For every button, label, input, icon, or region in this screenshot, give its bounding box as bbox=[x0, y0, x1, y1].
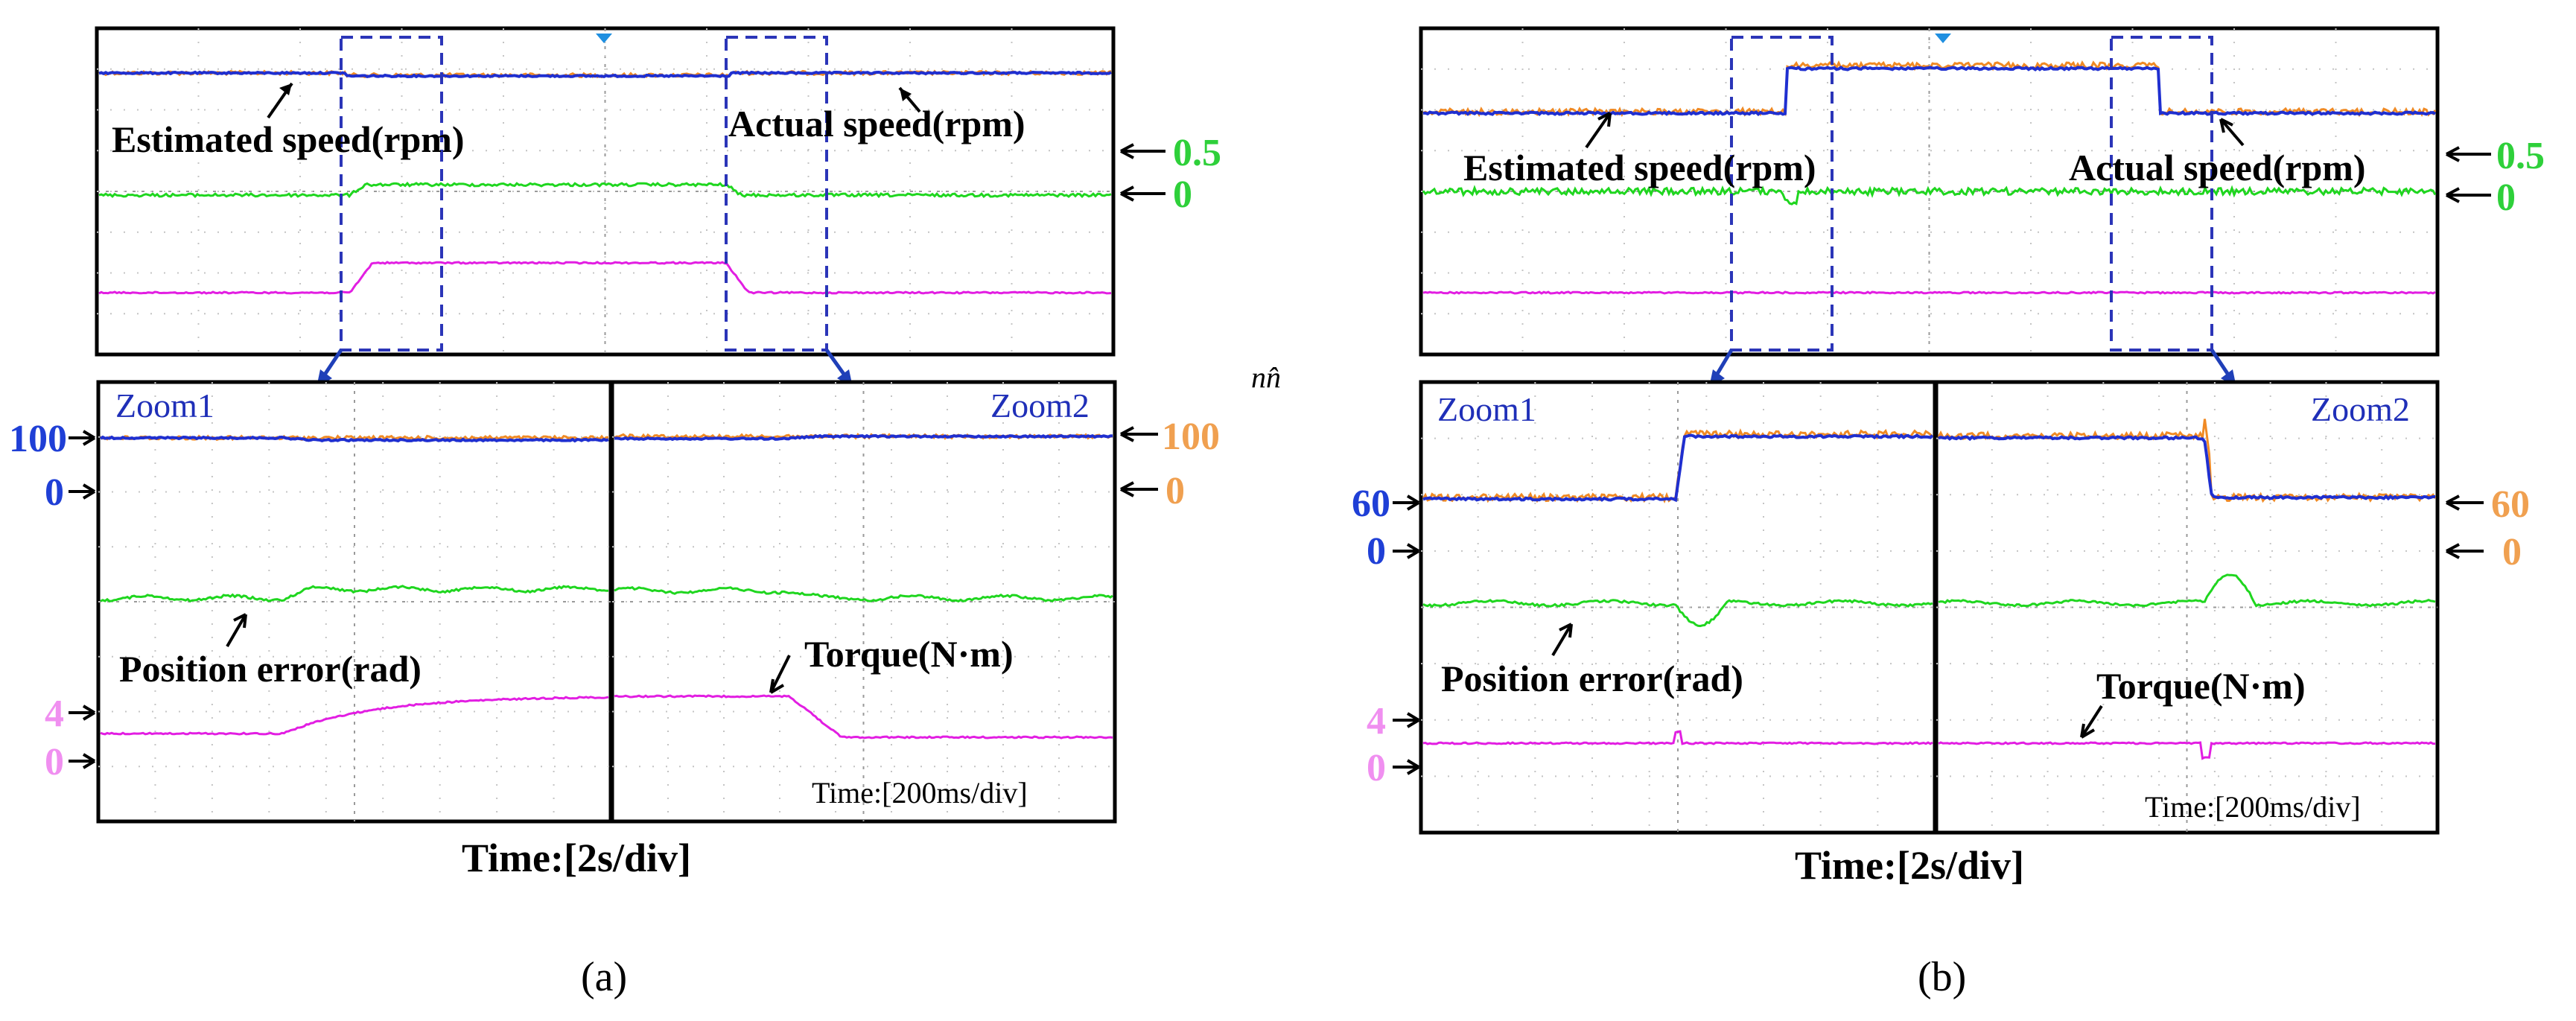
panel-a-time-label: Time:[2s/div] bbox=[462, 836, 691, 880]
panel-a-pos-scale-arrow-0 bbox=[1120, 185, 1165, 202]
panel-b-zoom2-region bbox=[2110, 36, 2213, 352]
panel-a-speed-scale-left-arrow-0 bbox=[69, 483, 96, 500]
panel-b-symbol-label: nn̂ bbox=[1251, 360, 1281, 394]
panel-a-speed-scale-right-arrow-100 bbox=[1120, 426, 1158, 442]
panel-a-zoom1-actual-speed-trace bbox=[100, 434, 609, 442]
panel-b-zoom-traces bbox=[1422, 419, 2437, 760]
panel-a-position-error-label: Position error(rad) bbox=[119, 648, 422, 690]
panel-b-speed-scale-right-arrow-0 bbox=[2446, 543, 2484, 559]
panel-b-pos-scale-arrow-0 bbox=[2446, 187, 2491, 203]
panel-a-speed-scale-right-arrow-0 bbox=[1120, 481, 1158, 497]
panel-a-zoom1-estimated-speed-trace bbox=[99, 435, 609, 443]
panel-b-overview-estimated-speed-trace bbox=[1422, 66, 2436, 117]
panel-a-trigger-marker bbox=[596, 34, 612, 43]
panel-b-zoom1-estimated-speed-trace bbox=[1422, 433, 1934, 503]
panel-b-speed-scale-left-arrow-60 bbox=[1393, 494, 1420, 511]
panel-b-torque-scale-0: 0 bbox=[1367, 747, 1386, 789]
panel-b-zoom1-label: Zoom1 bbox=[1437, 390, 1536, 428]
panel-b-pos-scale-arrow-05 bbox=[2446, 146, 2491, 162]
panel-b-zoom2-label: Zoom2 bbox=[2311, 390, 2410, 428]
panel-a-zoom2-torque-trace bbox=[614, 694, 1113, 739]
panel-a-zoom-traces bbox=[99, 433, 1113, 739]
panel-b-caption: (b) bbox=[1918, 954, 1966, 1000]
panel-b: Estimated speed(rpm) Actual speed(rpm) 0… bbox=[1251, 26, 2545, 1000]
panel-a-overview-torque-trace bbox=[98, 261, 1112, 295]
panel-a-zoom2-region bbox=[725, 36, 828, 352]
panel-b-zoom2-position-error-trace bbox=[1938, 573, 2436, 608]
panel-a-overview-grid bbox=[97, 28, 1113, 354]
panel-b-speed-scale-right-arrow-60 bbox=[2446, 494, 2484, 511]
panel-a-zoom-time-label: Time:[200ms/div] bbox=[812, 776, 1028, 810]
panel-a-overview-position-error-trace bbox=[98, 181, 1112, 199]
panel-b-speed-scale-left-0: 0 bbox=[1367, 530, 1386, 573]
panel-a-speed-scale-left-0: 0 bbox=[45, 471, 64, 514]
panel-a-zoom2-position-error-trace bbox=[614, 586, 1113, 603]
panel-b-position-error-label: Position error(rad) bbox=[1441, 658, 1743, 699]
panel-b-zoom1-torque-trace bbox=[1422, 730, 1933, 745]
panel-b-speed-scale-right-0: 0 bbox=[2502, 531, 2522, 573]
panel-b-zoom1-region bbox=[1730, 36, 1834, 352]
panel-b-trigger-marker bbox=[1935, 34, 1951, 43]
panel-a-speed-scale-right-0: 0 bbox=[1165, 470, 1185, 512]
panel-a-estimated-speed-label: Estimated speed(rpm) bbox=[112, 118, 465, 160]
panel-a-zoom-grid bbox=[98, 382, 1115, 821]
panel-a-pos-scale: 0.5 0 bbox=[1120, 132, 1221, 216]
panel-a-overview-estimated-speed-trace bbox=[98, 70, 1112, 79]
panel-a-zoom1-torque-trace bbox=[100, 696, 609, 736]
panel-b-torque-label: Torque(N·m) bbox=[2096, 665, 2306, 707]
panel-a-zoom1-region bbox=[340, 36, 443, 352]
panel-a-zoom2-label: Zoom2 bbox=[990, 387, 1090, 424]
panel-a-pos-scale-arrow-05 bbox=[1120, 143, 1165, 159]
panel-a-zoom1-label: Zoom1 bbox=[115, 387, 214, 424]
panel-a-speed-scale-right-100: 100 bbox=[1162, 416, 1220, 458]
panel-a-actual-speed-label: Actual speed(rpm) bbox=[728, 103, 1025, 144]
panel-a-zoom1-position-error-trace bbox=[100, 585, 608, 603]
panel-a-estimated-arrowhead bbox=[279, 83, 292, 95]
panel-a-pos-scale-0: 0 bbox=[1173, 174, 1192, 216]
panel-a-actual-arrowhead bbox=[900, 88, 912, 101]
panel-b-overview-traces bbox=[1422, 60, 2437, 295]
panel-a-torque-scale-4: 4 bbox=[45, 693, 64, 735]
panel-a-position-error-arrow bbox=[226, 613, 247, 648]
panel-a-speed-scale-left-100: 100 bbox=[9, 418, 67, 460]
panel-b-estimated-arrow bbox=[1585, 112, 1612, 149]
panel-a-zoom2-estimated-speed-trace bbox=[614, 433, 1113, 442]
panel-b-speed-scale-right-60: 60 bbox=[2491, 483, 2530, 526]
panel-b-zoom-time-label: Time:[200ms/div] bbox=[2145, 790, 2361, 824]
panel-a-torque-scale-arrow-4 bbox=[69, 704, 96, 721]
panel-b-speed-scale-left-arrow-0 bbox=[1393, 543, 1420, 559]
panel-b-torque-scale-arrow-0 bbox=[1393, 759, 1420, 775]
panel-b-torque-scale-arrow-4 bbox=[1393, 712, 1420, 728]
panel-b-position-error-arrow bbox=[1551, 623, 1573, 657]
panel-b-time-label: Time:[2s/div] bbox=[1795, 843, 2024, 888]
panel-b-zoom2-torque-trace bbox=[1938, 741, 2435, 760]
panel-a-torque-arrow bbox=[769, 655, 791, 694]
panel-b-zoom1-position-error-trace bbox=[1422, 599, 1933, 628]
panel-a: Estimated speed(rpm) Actual speed(rpm) 0… bbox=[9, 26, 1221, 1000]
panel-a-overview-traces bbox=[98, 69, 1112, 295]
panel-a-speed-scale-left-arrow-100 bbox=[69, 430, 96, 446]
panel-b-speed-scale-left-60: 60 bbox=[1352, 483, 1390, 525]
panel-a-pos-scale-05: 0.5 bbox=[1173, 132, 1221, 174]
panel-b-estimated-speed-label: Estimated speed(rpm) bbox=[1463, 147, 1816, 188]
panel-a-torque-scale-arrow-0 bbox=[69, 753, 96, 769]
panel-b-torque-scale-4: 4 bbox=[1367, 700, 1386, 742]
panel-b-torque-arrow bbox=[2080, 704, 2103, 739]
panel-b-pos-scale: 0.5 0 bbox=[2446, 135, 2545, 219]
panel-a-torque-scale-0: 0 bbox=[45, 741, 64, 783]
panel-a-torque-label: Torque(N·m) bbox=[804, 633, 1014, 675]
panel-b-pos-scale-05: 0.5 bbox=[2496, 135, 2545, 177]
panel-a-caption: (a) bbox=[581, 954, 627, 1000]
panel-b-actual-arrow bbox=[2219, 118, 2245, 147]
panel-b-overview-position-error-trace bbox=[1422, 185, 2437, 206]
panel-b-zoom2-estimated-speed-trace bbox=[1938, 435, 2435, 501]
panel-b-pos-scale-0: 0 bbox=[2496, 176, 2516, 219]
panel-b-actual-speed-label: Actual speed(rpm) bbox=[2069, 147, 2366, 188]
panel-b-overview-torque-trace bbox=[1422, 290, 2436, 295]
